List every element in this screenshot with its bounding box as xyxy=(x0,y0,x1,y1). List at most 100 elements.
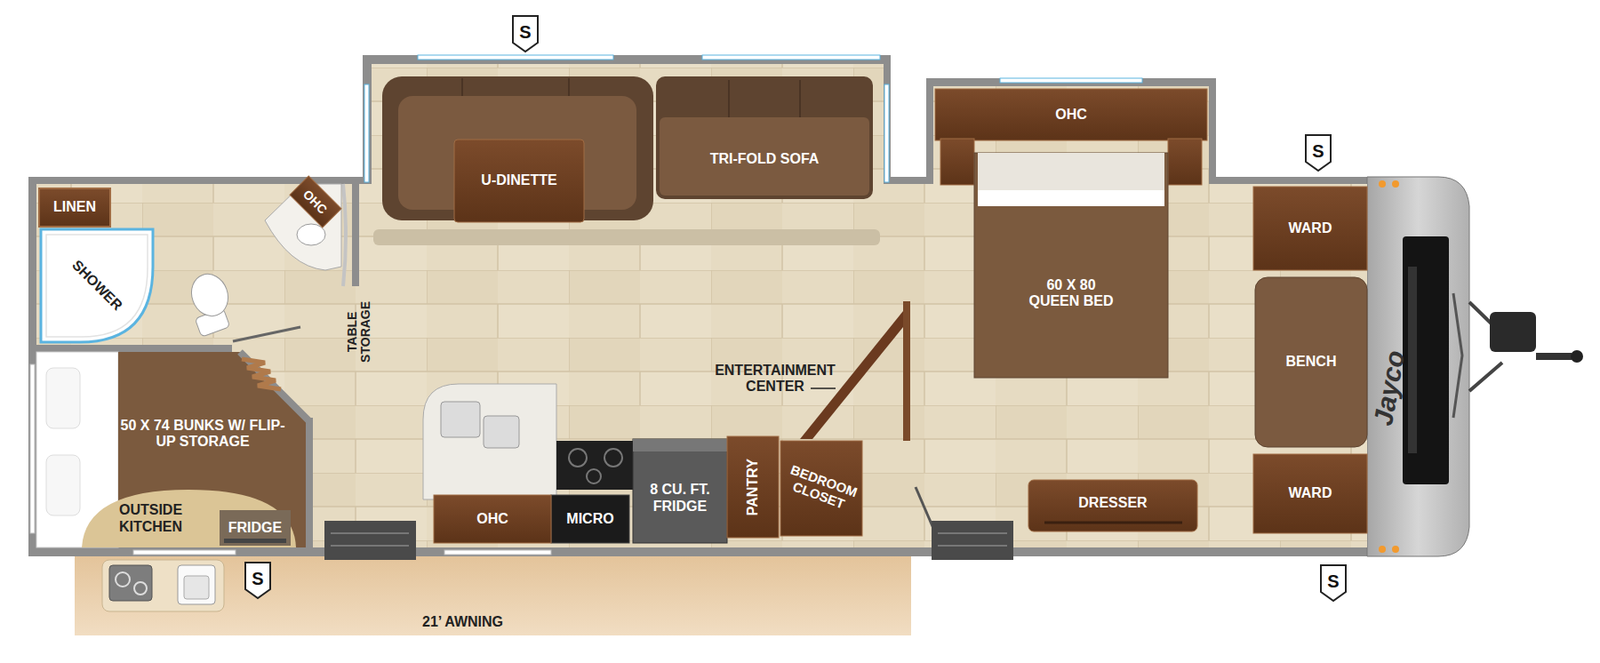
floorplan-line xyxy=(810,387,836,390)
floorplan-rect xyxy=(454,139,584,223)
slideout-marker: S xyxy=(519,22,531,42)
floorplan-rect xyxy=(1253,454,1368,534)
floorplan-circle xyxy=(604,448,623,467)
furniture-label: SHOWER xyxy=(68,257,126,315)
furniture-label: 8 CU. FT. FRIDGE xyxy=(637,481,723,515)
floorplan-rect xyxy=(74,547,912,636)
bathroom xyxy=(36,176,360,352)
floorplan-rect xyxy=(483,416,520,448)
floorplan-rect xyxy=(884,84,889,183)
floorplan-rect xyxy=(1253,186,1368,271)
bunk-room xyxy=(36,352,313,548)
furniture-box: 21’ AWNING xyxy=(74,547,912,636)
trailer-shell xyxy=(28,55,1584,636)
furniture-label: 50 X 74 BUNKS W/ FLIP-UP STORAGE xyxy=(112,417,295,451)
furniture-label: WARD xyxy=(1288,485,1333,502)
floorplan-path xyxy=(462,78,569,96)
floorplan-rect xyxy=(977,190,1165,207)
floorplan-rect xyxy=(977,152,1165,192)
floorplan-rect xyxy=(1028,480,1198,532)
floorplan-rect xyxy=(28,176,1374,557)
floorplan-rect xyxy=(903,301,911,441)
area-label: TABLE STORAGE xyxy=(345,296,374,367)
floorplan-path xyxy=(245,562,271,599)
floorplan-rect xyxy=(305,417,313,548)
floorplan-rect xyxy=(940,138,975,185)
floorplan-circle xyxy=(115,572,130,587)
floorplan-rect xyxy=(46,368,80,429)
floorplan-path xyxy=(423,384,557,500)
furniture-box: OHC xyxy=(935,88,1208,141)
furniture-label: WARD xyxy=(1288,220,1333,237)
furniture-box: 50 X 74 BUNKS W/ FLIP-UP STORAGE OUTSIDE … xyxy=(81,352,306,548)
floorplan-path xyxy=(330,533,409,546)
furniture-box: 8 CU. FT. FRIDGE xyxy=(632,453,728,544)
furniture-box: LINEN xyxy=(39,188,111,227)
furniture-label: OHC xyxy=(1055,106,1088,123)
furniture-label: BEDROOM CLOSET xyxy=(779,460,864,517)
floorplan-rect xyxy=(1536,352,1572,360)
floorplan-rect xyxy=(727,436,779,538)
floorplan-line xyxy=(240,352,310,422)
floorplan-path xyxy=(937,533,1008,546)
slideout-marker: S xyxy=(251,568,264,589)
furniture-box: 60 X 80 QUEEN BED xyxy=(974,208,1168,378)
living-area xyxy=(324,76,1014,560)
floorplan-rect xyxy=(324,520,416,560)
floorplan-rect xyxy=(352,184,360,287)
floorplan-circle xyxy=(568,448,587,467)
floorplan-circle xyxy=(1392,180,1400,188)
floorplan-rect xyxy=(109,565,152,601)
floorplan-rect xyxy=(1402,236,1449,485)
furniture-label: LINEN xyxy=(53,199,96,216)
floorplan-path xyxy=(241,359,281,390)
floorplan-line xyxy=(1044,521,1183,525)
furniture-label: 60 X 80 QUEEN BED xyxy=(1022,277,1120,311)
floorplan-rect xyxy=(417,55,614,60)
furniture-box: WARD xyxy=(1253,186,1368,271)
floorplan-ellipse xyxy=(296,224,326,246)
floorplan-circle xyxy=(134,582,147,595)
floorplan-rect xyxy=(1000,78,1143,83)
floorplan-rect xyxy=(177,565,216,605)
floorplan-circle xyxy=(1392,545,1400,553)
furniture-box: WARD xyxy=(1253,454,1368,534)
floorplan-rect xyxy=(440,401,480,438)
furniture-label: U-DINETTE xyxy=(480,172,557,189)
floorplan-rect xyxy=(219,510,291,546)
furniture-label: OUTSIDE KITCHEN xyxy=(106,502,196,536)
furniture-box: FRIDGE xyxy=(219,510,291,546)
floorplan-circle xyxy=(1378,545,1386,553)
floorplan-rect xyxy=(373,229,880,246)
bedroom xyxy=(935,88,1368,534)
floorplan-path xyxy=(40,229,153,343)
furniture-box: OUTSIDE KITCHEN FRIDGE xyxy=(81,489,296,548)
furniture-box: U-DINETTE xyxy=(454,139,584,223)
floorplan-rect xyxy=(133,550,236,555)
floorplan-rect xyxy=(632,439,728,452)
floorplan-path xyxy=(46,234,148,337)
furniture-box: OHC xyxy=(295,184,336,220)
furniture-label: TRI-FOLD SOFA xyxy=(710,151,820,168)
floorplan-rect xyxy=(656,76,873,200)
slideout-marker: S xyxy=(1327,571,1339,592)
floorplan-rect xyxy=(659,117,870,196)
furniture-label: DRESSER xyxy=(1078,495,1147,512)
furniture-box: SHOWER xyxy=(40,229,153,343)
floorplan-rect xyxy=(931,520,1014,560)
floorplan-rect xyxy=(224,538,287,544)
callout-label: ENTERTAINMENT CENTER xyxy=(704,362,847,394)
floorplan-path xyxy=(728,80,800,118)
floorplan-rect xyxy=(1489,312,1536,352)
floorplan-path xyxy=(512,16,538,52)
floorplan-path xyxy=(1305,135,1331,171)
floorplan-line xyxy=(232,327,301,342)
floorplan-circle xyxy=(1570,350,1584,363)
floorplan-rect xyxy=(632,439,728,544)
furniture-label: 21’ AWNING xyxy=(422,614,504,631)
furniture-label: FRIDGE xyxy=(228,520,282,536)
furniture-box: TRI-FOLD SOFA xyxy=(656,120,873,199)
floorplan-ellipse xyxy=(185,269,234,322)
